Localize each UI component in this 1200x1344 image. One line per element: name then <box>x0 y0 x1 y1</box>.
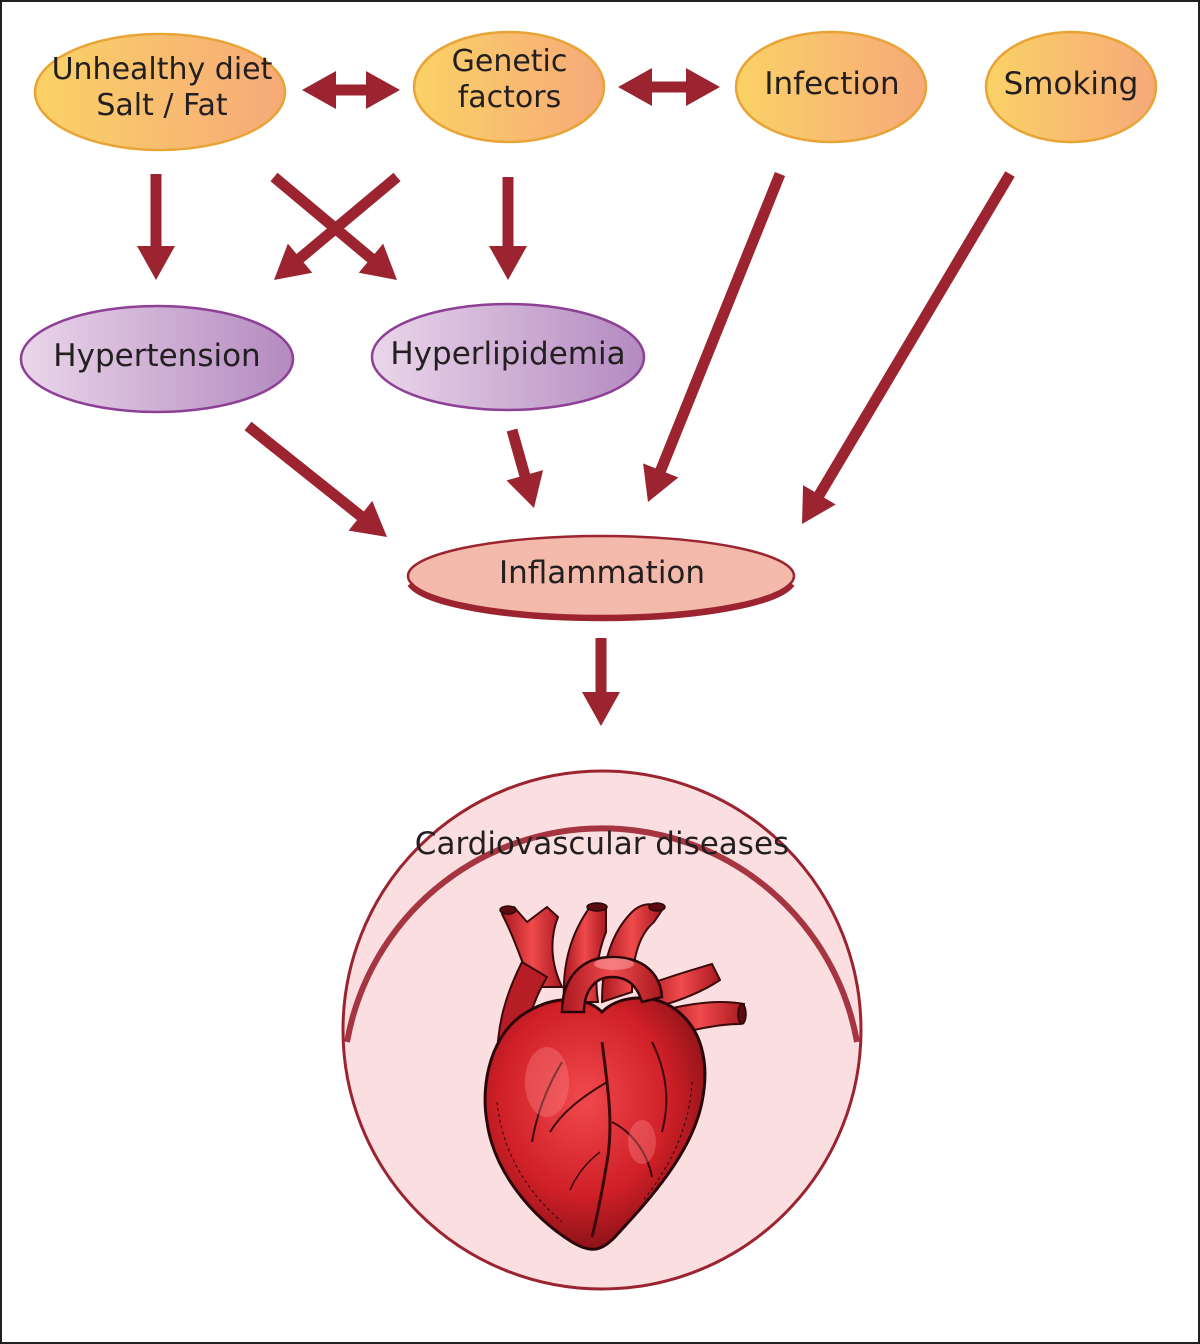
arrow-smoking-to-inflammation-head <box>802 485 836 524</box>
arrow-unhealthy-diet-to-hyperlipidemia-shaft <box>270 172 376 264</box>
arrow-infection-to-inflammation-head <box>643 463 679 502</box>
arrow-unhealthy-diet-to-genetic-factors-head <box>366 71 400 109</box>
arrow-inflammation-to-cardiovascular-head <box>582 692 620 726</box>
arrow-genetic-factors-to-hypertension-shaft <box>295 172 401 264</box>
genetic-factors-label: Genetic factors <box>407 44 612 116</box>
arrow-smoking-to-inflammation-shaft <box>813 171 1015 500</box>
genetic-factors-line1: Genetic <box>451 44 568 79</box>
arrow-unhealthy-diet-to-hypertension-head <box>137 246 175 280</box>
cardiovascular-outline-accent <box>344 825 860 1043</box>
hypertension-node <box>19 304 295 414</box>
unhealthy-diet-line2: Salt / Fat <box>96 88 228 123</box>
arrow-hyperlipidemia-to-inflammation-head <box>506 470 544 508</box>
arrow-unhealthy-diet-to-hyperlipidemia-head <box>358 243 397 280</box>
hyperlipidemia-node <box>370 302 646 412</box>
genetic-factors-line2: factors <box>457 80 562 115</box>
arrows-layer <box>137 68 1015 726</box>
arrow-hypertension-to-inflammation-head <box>348 500 387 537</box>
unhealthy-diet-line1: Unhealthy diet <box>51 52 273 87</box>
arrow-infection-to-inflammation-shaft <box>654 171 786 475</box>
infection-label: Infection <box>764 66 900 102</box>
unhealthy-diet-node <box>33 32 287 152</box>
arrow-genetic-factors-to-infection-head <box>686 68 720 106</box>
arrow-genetic-factors-to-hypertension-head <box>274 243 313 280</box>
smoking-label: Smoking <box>1003 66 1139 102</box>
genetic-factors-node <box>412 30 606 144</box>
arrow-genetic-factors-to-infection-tail-head <box>618 68 652 106</box>
arrow-genetic-factors-to-hyperlipidemia-head <box>489 246 527 280</box>
infection-node <box>734 30 928 144</box>
inflammation-outline-accent <box>407 582 795 622</box>
hyperlipidemia-label: Hyperlipidemia <box>390 336 626 372</box>
arrow-hyperlipidemia-to-inflammation-shaft <box>506 428 531 479</box>
arrow-unhealthy-diet-to-genetic-factors-tail-head <box>302 71 336 109</box>
unhealthy-diet-label: Unhealthy diet Salt / Fat <box>22 52 302 124</box>
cardiovascular-label: Cardiovascular diseases <box>414 826 790 862</box>
arrow-hypertension-to-inflammation-shaft <box>244 421 366 522</box>
smoking-node <box>984 30 1158 144</box>
anatomical-heart-icon <box>483 902 747 1251</box>
hypertension-label: Hypertension <box>53 338 261 374</box>
inflammation-label: Inflammation <box>498 555 706 591</box>
